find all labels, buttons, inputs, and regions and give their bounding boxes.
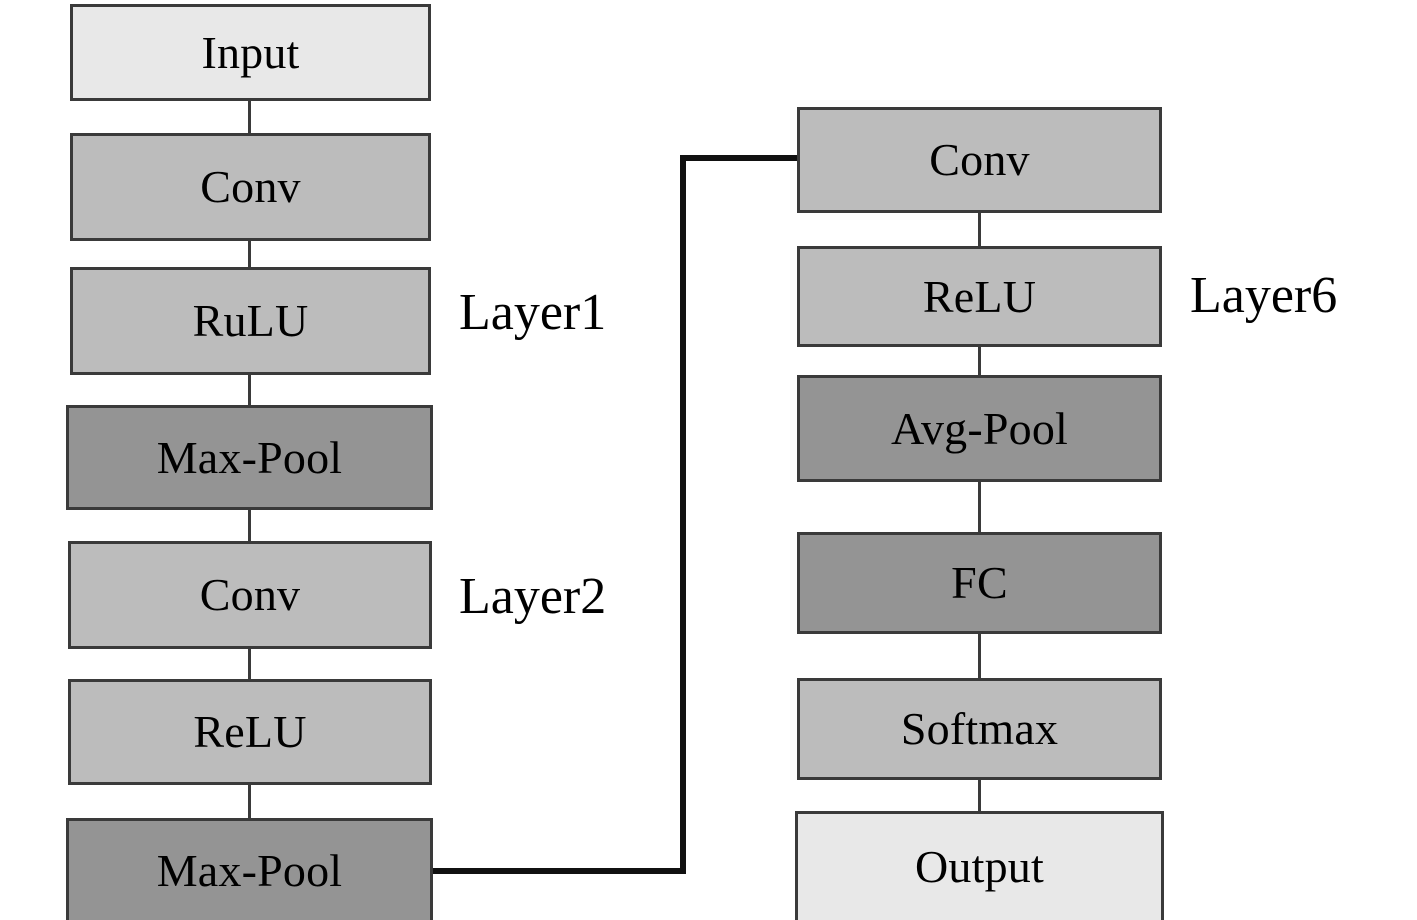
node-label: Conv (929, 134, 1030, 185)
left-connector-maxpool-conv (248, 508, 251, 542)
left-connector-relu-maxpool (248, 784, 251, 819)
node-label: ReLU (193, 706, 307, 757)
right-connector-conv-relu (978, 210, 981, 250)
node-label: Max-Pool (156, 845, 343, 896)
node-label: ReLU (922, 270, 1037, 322)
node-label: Output (915, 841, 1044, 892)
annotation-layer1: Layer1 (459, 284, 607, 341)
node-max-pool-1[interactable]: Max-Pool (66, 405, 433, 510)
node-label: Conv (199, 569, 301, 620)
node-max-pool-2[interactable]: Max-Pool (66, 818, 433, 920)
annotation-layer2: Layer2 (459, 568, 607, 625)
node-input[interactable]: Input (70, 4, 431, 101)
node-rulu[interactable]: RuLU (70, 267, 431, 375)
left-connector-conv-relu (248, 648, 251, 680)
node-softmax[interactable]: Softmax (797, 678, 1162, 780)
right-connector-relu-avgpool (978, 345, 981, 378)
node-relu-2[interactable]: ReLU (797, 246, 1162, 347)
node-label: Avg-Pool (890, 402, 1069, 454)
node-label: Max-Pool (156, 431, 343, 483)
right-connector-softmax-output (978, 777, 981, 813)
node-avg-pool[interactable]: Avg-Pool (797, 375, 1162, 482)
node-label: RuLU (192, 295, 309, 346)
node-label: Conv (200, 161, 301, 212)
node-label: FC (951, 557, 1008, 608)
node-fc[interactable]: FC (797, 532, 1162, 634)
crosslink-vertical-riser (680, 155, 686, 874)
node-relu-1[interactable]: ReLU (68, 679, 432, 785)
left-connector-rulu-maxpool (248, 374, 251, 407)
node-output[interactable]: Output (795, 811, 1164, 920)
left-connector-conv-rulu (248, 240, 251, 269)
node-conv-1[interactable]: Conv (70, 133, 431, 241)
right-connector-fc-softmax (978, 632, 981, 681)
node-label: Input (201, 26, 300, 78)
annotation-layer6: Layer6 (1190, 267, 1338, 324)
crosslink-top-horizontal (680, 155, 802, 161)
node-label: Softmax (900, 703, 1059, 754)
node-conv-3[interactable]: Conv (797, 107, 1162, 213)
left-connector-input-conv (248, 99, 251, 134)
node-conv-2[interactable]: Conv (68, 541, 432, 649)
right-connector-avgpool-fc (978, 480, 981, 536)
crosslink-bottom-horizontal (430, 868, 686, 874)
